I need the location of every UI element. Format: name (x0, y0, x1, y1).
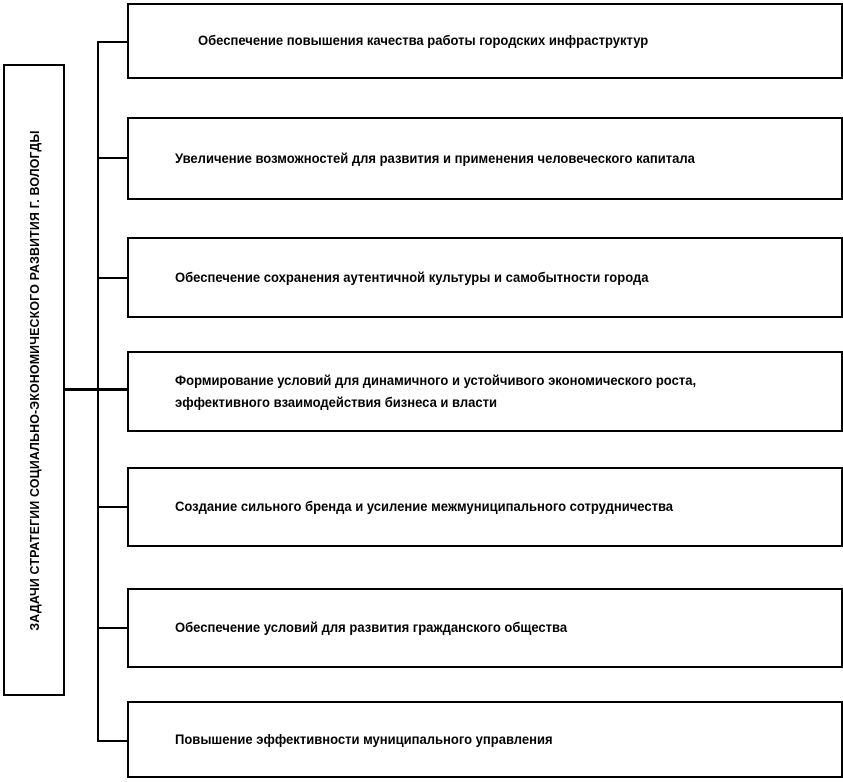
task-box-2-label: Увеличение возможностей для развития и п… (175, 149, 695, 166)
connector-branch-7 (98, 740, 128, 742)
connector-root-line (64, 388, 128, 391)
connector-branch-5 (98, 506, 128, 508)
task-box-3: Обеспечение сохранения аутентичной культ… (127, 237, 843, 318)
task-box-6-label: Обеспечение условий для развития граждан… (175, 619, 568, 636)
task-box-1-label: Обеспечение повышения качества работы го… (198, 32, 649, 49)
task-box-5-label: Создание сильного бренда и усиление межм… (175, 498, 674, 515)
connector-branch-3 (98, 277, 128, 279)
task-box-6: Обеспечение условий для развития граждан… (127, 588, 843, 668)
root-box: ЗАДАЧИ СТРАТЕГИИ СОЦИАЛЬНО-ЭКОНОМИЧЕСКОГ… (3, 64, 65, 696)
connector-branch-6 (98, 627, 128, 629)
task-box-7: Повышение эффективности муниципального у… (127, 701, 843, 778)
task-box-3-label: Обеспечение сохранения аутентичной культ… (175, 268, 649, 285)
connector-branch-2 (98, 157, 128, 159)
connector-branch-1 (98, 41, 128, 43)
task-box-7-label: Повышение эффективности муниципального у… (175, 730, 553, 747)
task-box-2: Увеличение возможностей для развития и п… (127, 117, 843, 200)
task-box-1: Обеспечение повышения качества работы го… (127, 3, 843, 79)
task-box-4: Формирование условий для динамичного и у… (127, 351, 843, 432)
connector-trunk-line (97, 41, 99, 742)
root-box-label: ЗАДАЧИ СТРАТЕГИИ СОЦИАЛЬНО-ЭКОНОМИЧЕСКОГ… (26, 129, 42, 631)
task-box-5: Создание сильного бренда и усиление межм… (127, 467, 843, 547)
task-box-4-label: Формирование условий для динамичного и у… (175, 371, 697, 410)
